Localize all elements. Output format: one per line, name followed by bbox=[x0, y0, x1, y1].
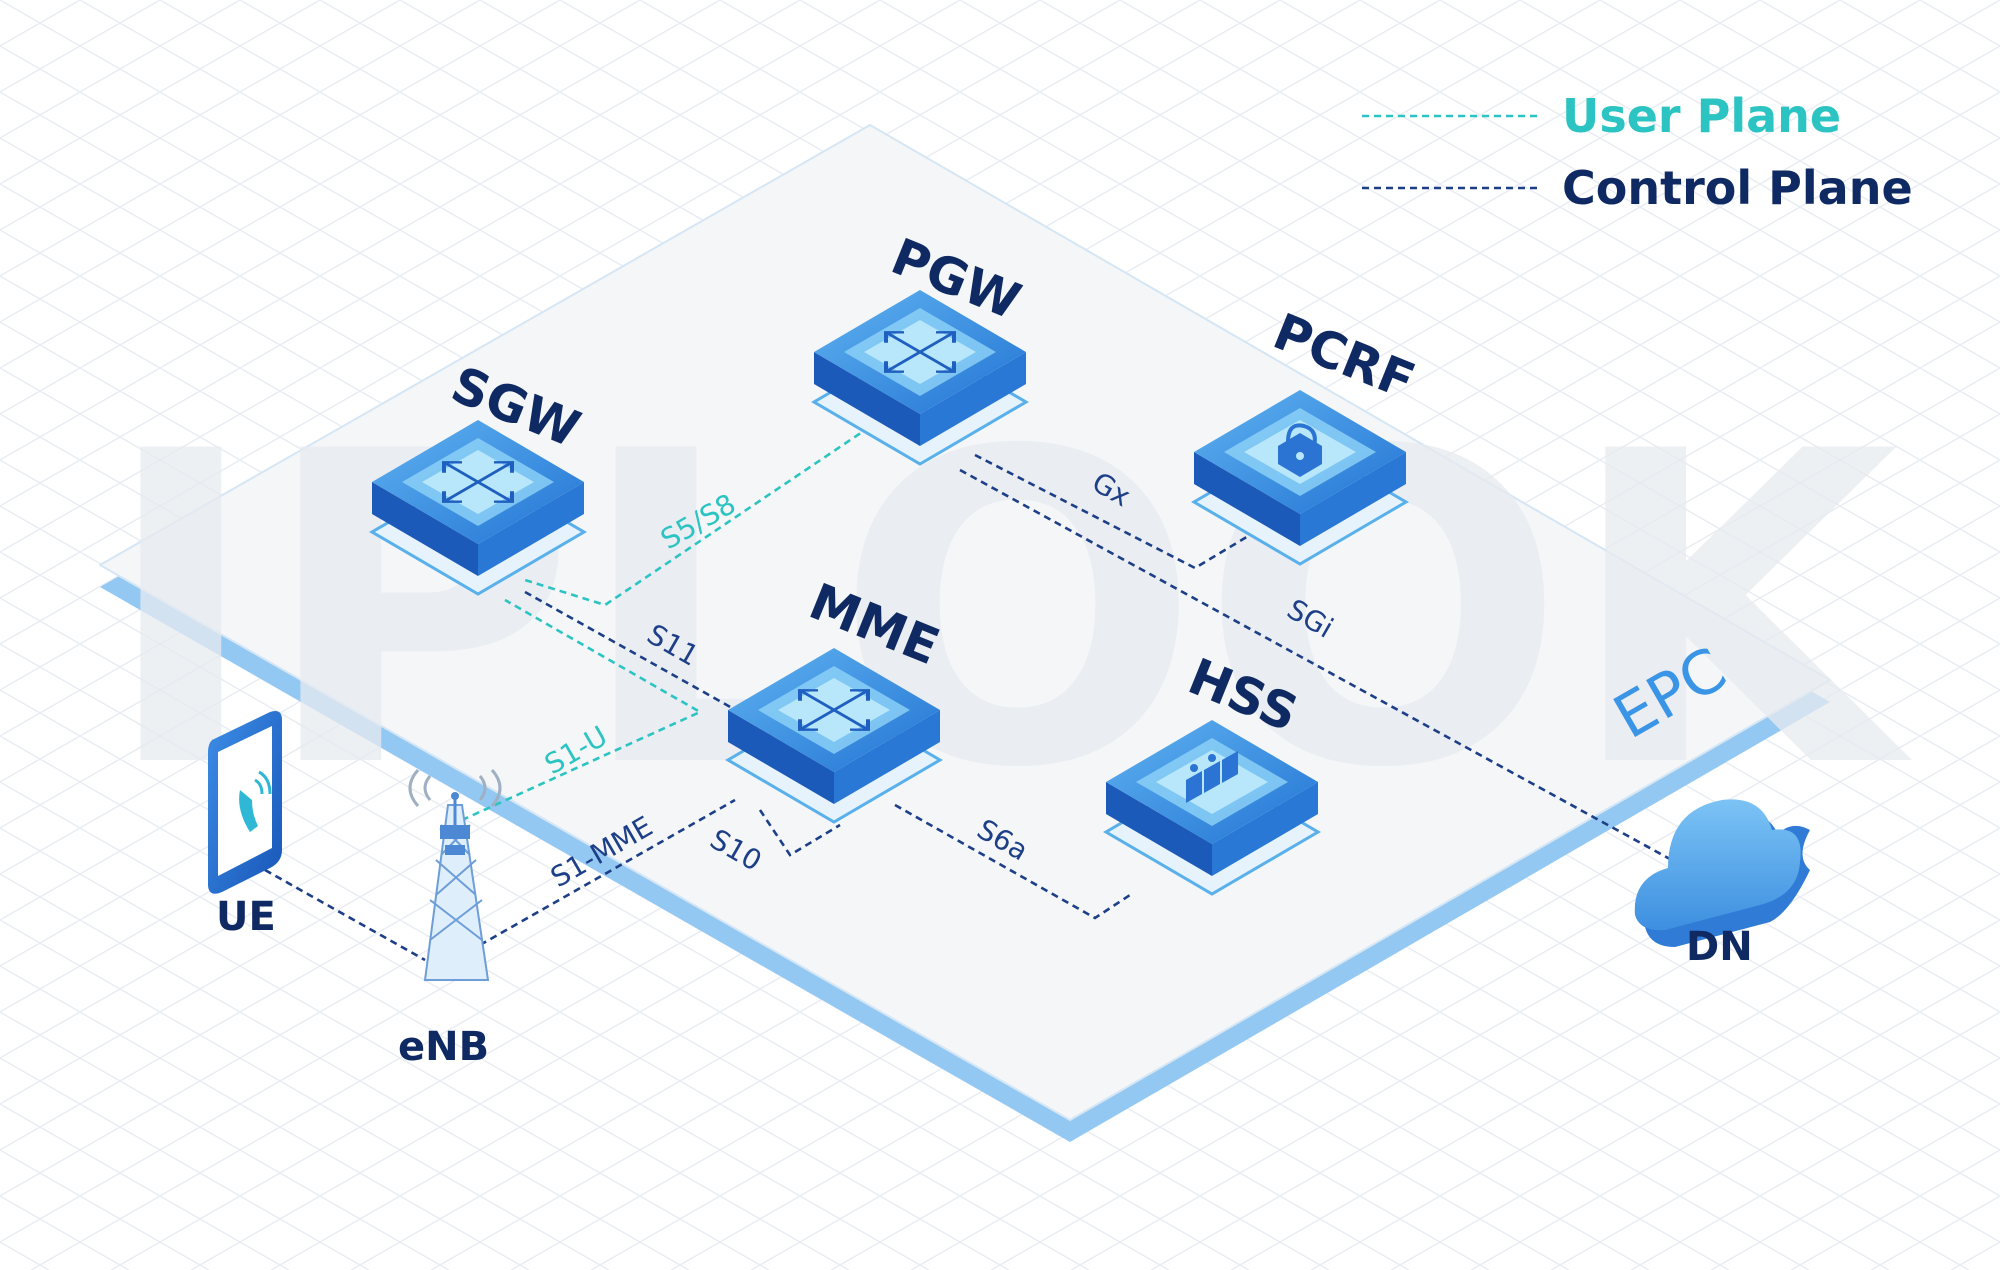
lock-icon bbox=[1278, 423, 1322, 477]
node-dn[interactable] bbox=[1634, 799, 1810, 947]
phone-icon bbox=[208, 711, 282, 894]
arrows-cross-icon bbox=[442, 461, 514, 503]
antenna-tower-icon bbox=[408, 769, 502, 981]
line-s5s8 bbox=[524, 418, 881, 607]
watermark-text: IPLOOK bbox=[101, 362, 1915, 862]
legend-label-control-plane: Control Plane bbox=[1562, 161, 1913, 215]
node-label-dn: DN bbox=[1686, 924, 1753, 970]
node-pcrf[interactable] bbox=[1192, 390, 1408, 566]
legend: User Plane Control Plane bbox=[1362, 89, 1913, 215]
epc-platform bbox=[99, 124, 1831, 1142]
line-sgi bbox=[959, 468, 1691, 872]
line-s1mme bbox=[479, 798, 736, 947]
line-s1u bbox=[439, 598, 703, 832]
database-icon bbox=[1186, 751, 1238, 803]
node-sgw[interactable] bbox=[370, 420, 586, 596]
legend-label-user-plane: User Plane bbox=[1562, 89, 1841, 143]
node-label-enb: eNB bbox=[398, 1024, 489, 1070]
arrows-cross-icon bbox=[798, 689, 870, 731]
node-ue[interactable] bbox=[208, 711, 282, 894]
node-hss[interactable] bbox=[1104, 720, 1320, 896]
node-pgw[interactable] bbox=[812, 290, 1028, 466]
line-ue-enb bbox=[264, 868, 426, 962]
line-s6a bbox=[894, 803, 1131, 920]
node-label-ue: UE bbox=[216, 894, 276, 940]
arrows-cross-icon bbox=[884, 331, 956, 373]
line-s10 bbox=[758, 809, 841, 857]
cloud-icon bbox=[1634, 799, 1810, 947]
node-mme[interactable] bbox=[726, 648, 942, 824]
line-gx bbox=[974, 453, 1251, 570]
node-enb[interactable] bbox=[408, 769, 502, 981]
